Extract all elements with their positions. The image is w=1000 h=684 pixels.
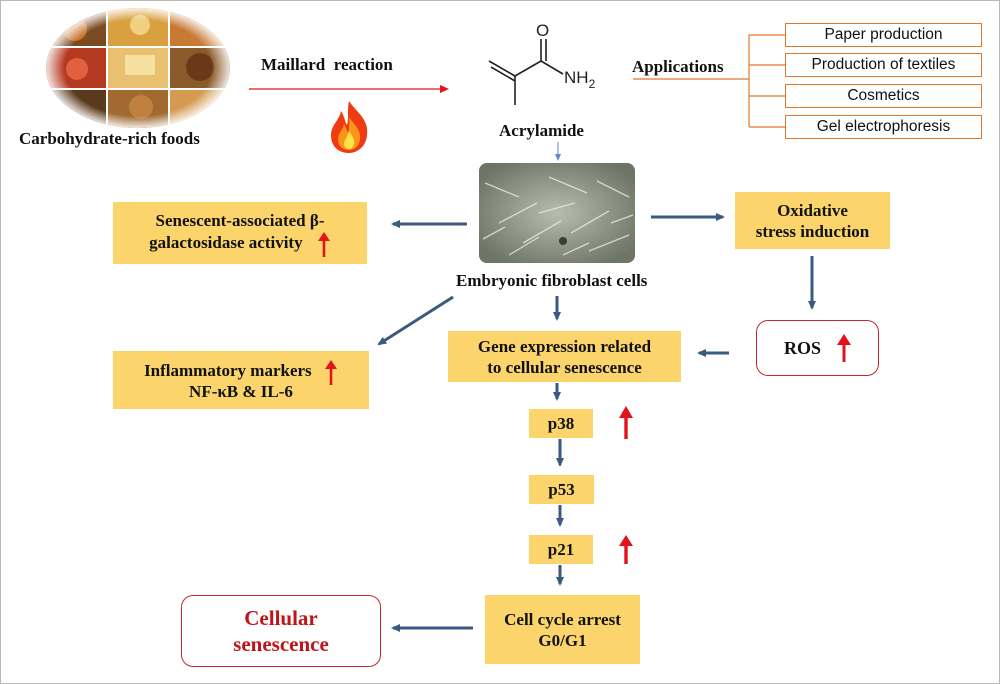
beta-gal-box: Senescent-associated β- galactosidase ac… <box>113 202 367 264</box>
ros-box: ROS <box>756 320 879 376</box>
up-arrow-icon <box>619 406 633 439</box>
foods-caption: Carbohydrate-rich foods <box>19 129 200 148</box>
arrest-line1: Cell cycle arrest <box>504 609 621 629</box>
beta-gal-line1: Senescent-associated β- <box>155 210 325 230</box>
flame-icon <box>323 99 375 155</box>
acrylamide-label: Acrylamide <box>499 121 584 140</box>
arrest-line2: G0/G1 <box>538 630 587 650</box>
senescence-line2: senescence <box>233 632 329 656</box>
cell-cycle-arrest-box: Cell cycle arrest G0/G1 <box>485 595 640 664</box>
up-arrow-icon <box>837 334 851 362</box>
food-collage-image <box>45 7 231 129</box>
acrylamide-nh: NH <box>564 68 589 87</box>
application-item: Production of textiles <box>785 53 982 77</box>
ros-label: ROS <box>783 337 821 358</box>
inflammatory-line1: Inflammatory markers <box>144 360 312 380</box>
beta-gal-line2: galactosidase activity <box>149 232 303 252</box>
application-item: Cosmetics <box>785 84 982 108</box>
applications-label: Applications <box>632 57 724 76</box>
gene-expression-box: Gene expression related to cellular sene… <box>448 331 681 382</box>
p53-box: p53 <box>529 475 594 504</box>
inflammatory-box: Inflammatory markers NF-κB & IL-6 <box>113 351 369 409</box>
application-item: Gel electrophoresis <box>785 115 982 139</box>
applications-bracket <box>633 34 785 128</box>
oxidative-line1: Oxidative <box>777 200 848 220</box>
cells-label: Embryonic fibroblast cells <box>456 271 648 290</box>
gene-expression-line2: to cellular senescence <box>487 357 642 377</box>
application-item: Paper production <box>785 23 982 47</box>
svg-text:NH2: NH2 <box>564 68 596 91</box>
p38-box: p38 <box>529 409 593 438</box>
acrylamide-oxygen: O <box>536 21 549 40</box>
inflammatory-line2: NF-κB & IL-6 <box>189 381 293 401</box>
gene-expression-line1: Gene expression related <box>477 336 652 356</box>
cells-to-inflammatory-arrow <box>377 295 454 346</box>
up-arrow-icon <box>317 231 330 257</box>
acrylamide-nh-sub: 2 <box>589 77 596 91</box>
maillard-label: Maillard reaction <box>261 55 393 74</box>
acrylamide-structure: O NH2 <box>481 21 611 111</box>
up-arrow-icon <box>619 535 633 564</box>
microscopy-image <box>479 163 635 263</box>
oxidative-line2: stress induction <box>755 221 870 241</box>
up-arrow-icon <box>324 359 337 385</box>
p21-box: p21 <box>529 535 593 564</box>
oxidative-stress-box: Oxidative stress induction <box>735 192 890 249</box>
cellular-senescence-box: Cellular senescence <box>181 595 381 667</box>
senescence-line1: Cellular <box>244 606 318 630</box>
